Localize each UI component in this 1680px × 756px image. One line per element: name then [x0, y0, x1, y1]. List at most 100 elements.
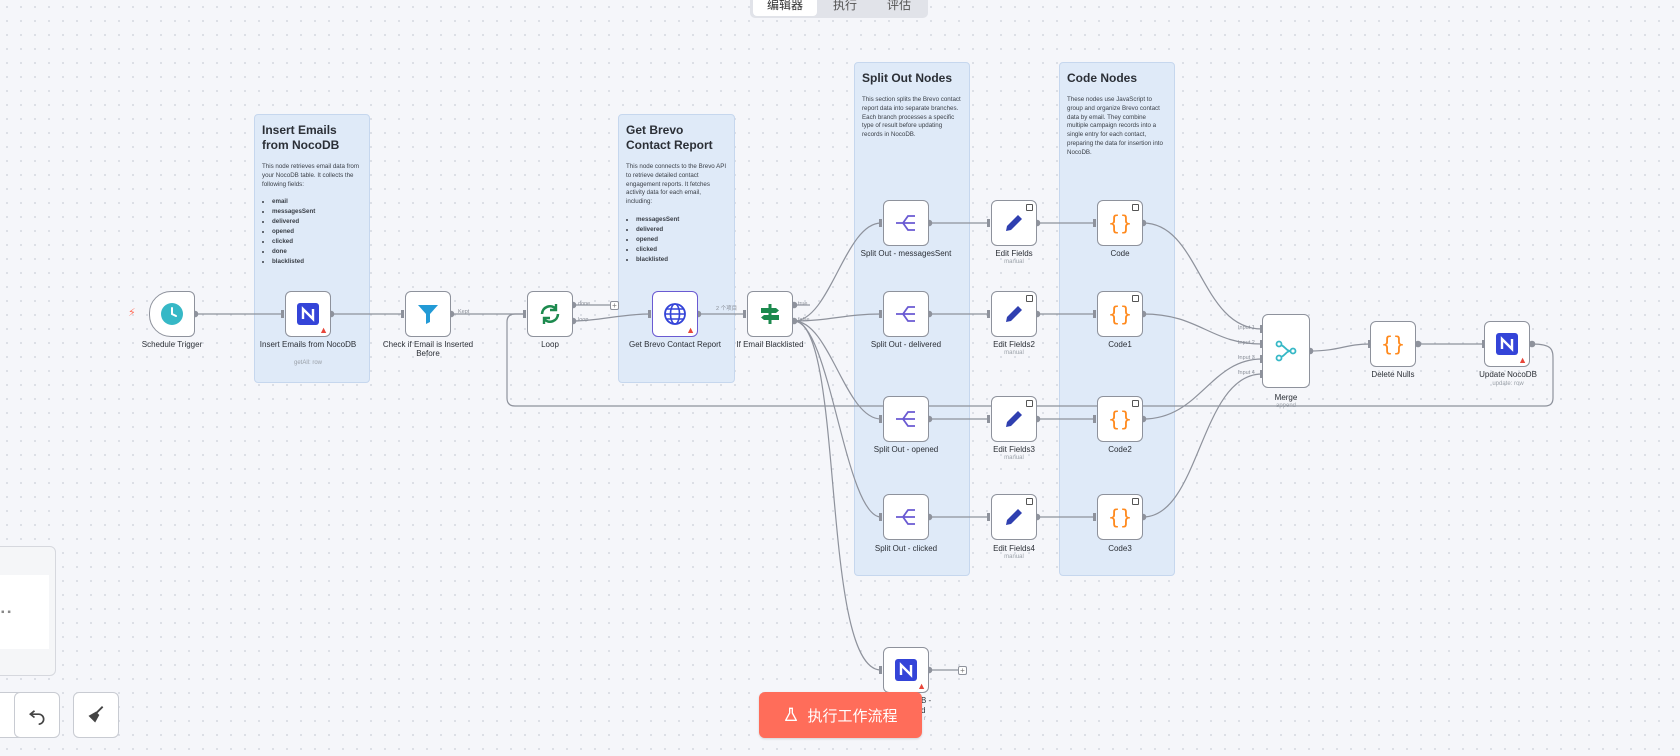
node-sublabel: manual [1004, 554, 1024, 560]
node-get-brevo-report[interactable]: ▲ [652, 291, 698, 337]
node-if-blacklisted[interactable] [747, 291, 793, 337]
edge-label-false: false [798, 317, 810, 323]
edge-update-loop [506, 313, 1554, 407]
pencil-icon [1006, 411, 1022, 427]
execute-workflow-button[interactable]: 执行工作流程 [759, 692, 922, 738]
node-edit-fields[interactable] [991, 200, 1037, 246]
note-body: This node connects to the Brevo API to r… [626, 163, 727, 206]
node-sublabel: append [1275, 403, 1297, 409]
edge-if-split1 [793, 222, 882, 322]
node-label: Schedule Trigger [141, 340, 203, 349]
node-label: Loop [541, 340, 559, 349]
note-field-list: messagesSent delivered opened clicked bl… [626, 215, 727, 265]
node-code2[interactable]: {} [1097, 396, 1143, 442]
node-split-messagessent[interactable] [883, 200, 929, 246]
node-loop[interactable] [527, 291, 573, 337]
node-update-nocodb[interactable]: ▲ [1484, 321, 1530, 367]
node-code[interactable]: {} [1097, 200, 1143, 246]
node-edit-fields2[interactable] [991, 291, 1037, 337]
tab-editor[interactable]: 编辑器 [753, 0, 818, 16]
node-schedule-trigger[interactable] [149, 291, 195, 337]
node-badge [1132, 295, 1139, 302]
node-edit-fields3[interactable] [991, 396, 1037, 442]
note-field: delivered [636, 225, 727, 235]
filter-icon [418, 305, 438, 324]
note-field: clicked [272, 237, 362, 247]
merge-icon [1275, 340, 1297, 362]
code-braces-icon: {} [1107, 302, 1133, 326]
split-out-icon [896, 509, 915, 525]
nocodb-icon [297, 303, 319, 325]
edge-code3-merge4 [1142, 373, 1263, 518]
tab-executions[interactable]: 执行 [833, 0, 858, 12]
node-label: Split Out - clicked [874, 544, 938, 553]
split-out-icon [896, 215, 915, 231]
node-label: Update NocoDB [1479, 370, 1537, 379]
node-label: Merge [1274, 393, 1298, 402]
node-label: Code2 [1108, 445, 1132, 454]
node-label: Split Out - delivered [870, 340, 942, 349]
warning-icon: ▲ [319, 325, 328, 335]
node-code3[interactable]: {} [1097, 494, 1143, 540]
node-split-delivered[interactable] [883, 291, 929, 337]
warning-icon: ▲ [686, 325, 695, 335]
minimap[interactable]: ▪ ▪ [0, 546, 56, 676]
note-split-out[interactable]: Split Out Nodes This section splits the … [854, 62, 970, 576]
edge-if-split4 [793, 320, 882, 518]
note-brevo-report[interactable]: Get Brevo Contact Report This node conne… [618, 114, 735, 383]
note-field: done [272, 247, 362, 257]
flask-icon [785, 707, 798, 721]
warning-icon: ▲ [1518, 355, 1527, 365]
note-field: opened [636, 235, 727, 245]
edge-code-merge1 [1142, 222, 1263, 330]
clear-execution-button[interactable] [73, 692, 119, 738]
code-braces-icon: {} [1107, 211, 1133, 235]
node-split-clicked[interactable] [883, 494, 929, 540]
edge-label-items: 2 个项目 [716, 306, 738, 312]
pencil-icon [1006, 306, 1022, 322]
node-insert-emails[interactable]: ▲ [285, 291, 331, 337]
merge-input-4: Input 4 [1238, 370, 1255, 376]
note-title: Get Brevo Contact Report [626, 123, 713, 152]
node-sublabel: manual [1004, 350, 1024, 356]
clock-icon [161, 303, 183, 325]
node-sublabel: update: row [1492, 381, 1524, 387]
node-label: Edit Fields3 [993, 445, 1035, 454]
note-field: messagesSent [636, 215, 727, 225]
node-label: Get Brevo Contact Report [628, 340, 722, 349]
note-insert-emails[interactable]: Insert Emails from NocoDB This node retr… [254, 114, 370, 383]
node-edit-fields4[interactable] [991, 494, 1037, 540]
broom-icon [88, 706, 104, 723]
node-split-opened[interactable] [883, 396, 929, 442]
nocodb-icon [895, 659, 917, 681]
node-merge[interactable] [1262, 314, 1310, 388]
node-delete-nulls[interactable]: {} [1370, 321, 1416, 367]
node-label: Code3 [1108, 544, 1132, 553]
note-body: These nodes use JavaScript to group and … [1067, 96, 1163, 156]
loop-icon [540, 304, 560, 324]
signpost-icon [761, 304, 779, 324]
tab-evaluations[interactable]: 评估 [887, 0, 912, 12]
code-braces-icon: {} [1107, 407, 1133, 431]
note-field: messagesSent [272, 207, 362, 217]
undo-button[interactable] [14, 692, 60, 738]
add-node-button[interactable]: + [610, 301, 619, 310]
warning-icon: ▲ [917, 681, 926, 691]
node-label: Insert Emails from NocoDB [259, 340, 357, 349]
node-check-email[interactable] [405, 291, 451, 337]
node-label: Delete Nulls [1371, 370, 1415, 379]
node-sublabel: manual [1004, 455, 1024, 461]
node-label: Edit Fields [995, 249, 1033, 258]
add-node-button[interactable]: + [958, 666, 967, 675]
edge-label-true: true [798, 301, 808, 307]
edge-code1-merge2 [1142, 313, 1263, 345]
node-code1[interactable]: {} [1097, 291, 1143, 337]
edge-merge-nulls [1309, 343, 1371, 352]
node-sublabel: r [924, 716, 926, 722]
pencil-icon [1006, 509, 1022, 525]
note-body: This node retrieves email data from your… [262, 163, 359, 188]
note-field: email [272, 197, 362, 207]
node-nocodb-blacklisted[interactable]: ▲ [883, 647, 929, 693]
